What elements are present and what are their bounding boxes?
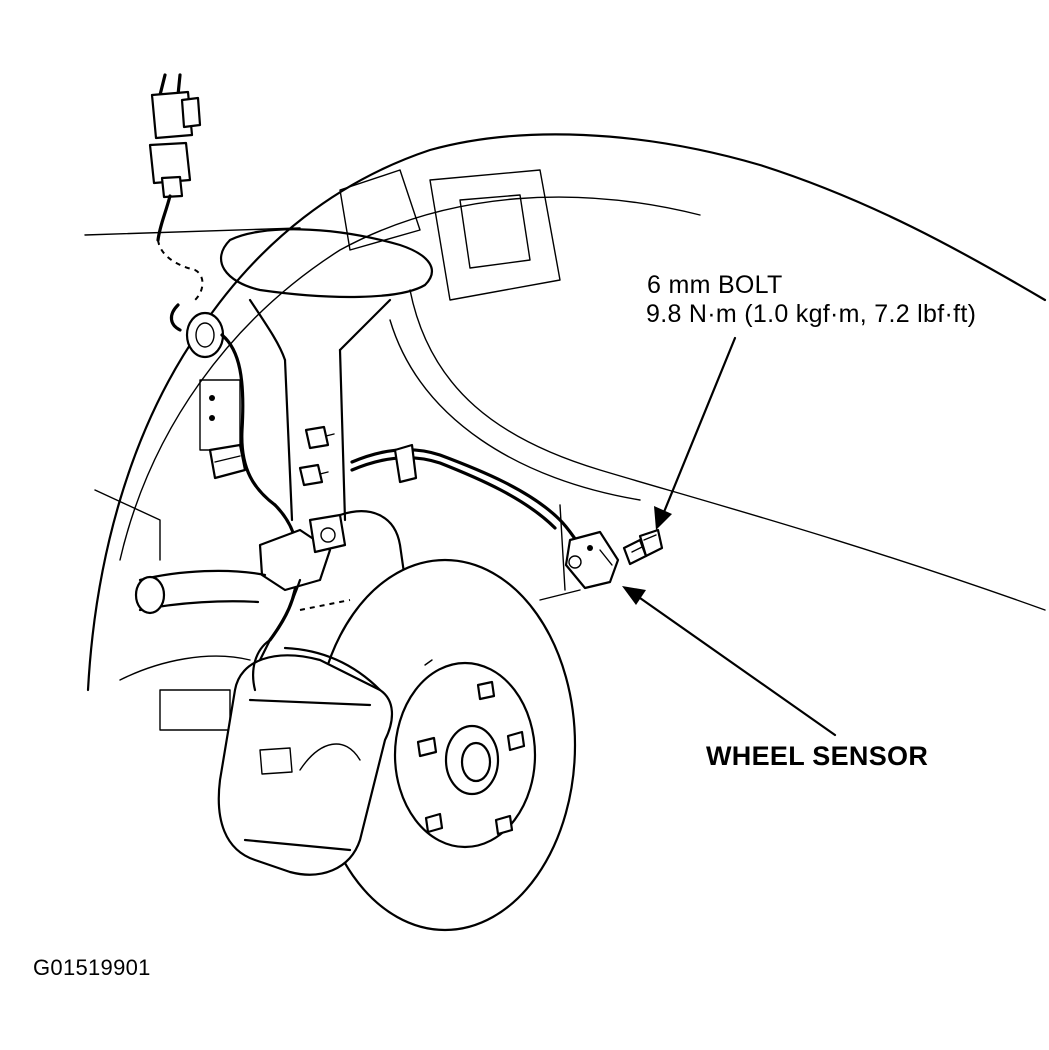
mounting-bolt xyxy=(622,528,664,566)
bolt-size-label: 6 mm BOLT xyxy=(647,271,783,299)
sensor-leader-arrow xyxy=(622,586,837,737)
bolt-torque-label: 9.8 N·m (1.0 kgf·m, 7.2 lbf·ft) xyxy=(646,300,977,328)
wheel-sensor-label: WHEEL SENSOR xyxy=(706,741,929,771)
harness-connector xyxy=(148,73,204,301)
brake-caliper xyxy=(217,638,393,876)
figure-code: G01519901 xyxy=(33,955,151,980)
bolt-leader-arrow xyxy=(654,336,737,530)
strut-assembly xyxy=(199,228,433,522)
lower-arm xyxy=(94,489,267,731)
brake-rotor xyxy=(313,558,577,932)
sensor-wire xyxy=(169,303,582,642)
fender-outline xyxy=(84,133,1047,692)
wheel-sensor xyxy=(539,504,620,601)
